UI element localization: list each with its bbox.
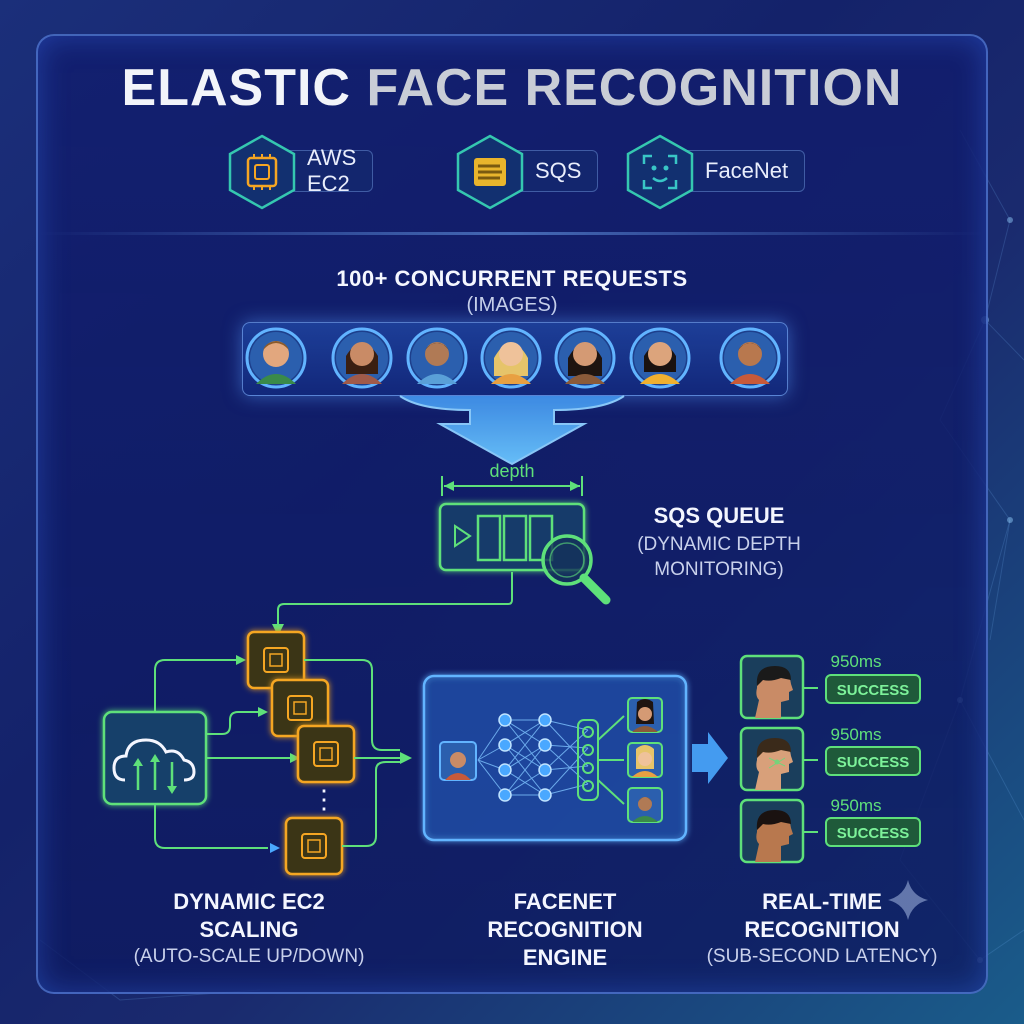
face-scan-icon — [626, 134, 694, 210]
face-avatar — [554, 327, 616, 389]
result-profile-face — [739, 726, 805, 792]
sqs-queue-title: SQS QUEUE — [653, 503, 785, 528]
funnel-arrow — [399, 395, 625, 466]
engine-input-face — [439, 741, 477, 781]
face-avatar — [629, 327, 691, 389]
queue-to-ec2-arrow — [277, 572, 513, 626]
header-divider — [38, 232, 984, 235]
queue-icon — [456, 134, 524, 210]
engine-title-1: FACENET — [513, 889, 617, 914]
face-avatar — [719, 327, 781, 389]
scaling-subtitle: (AUTO-SCALE UP/DOWN) — [133, 946, 365, 967]
scaling-connectors — [154, 659, 290, 849]
success-badge-label: SUCCESS — [837, 825, 910, 842]
depth-label: depth — [489, 461, 534, 481]
result-latency: 950ms — [830, 652, 881, 671]
realtime-title-2: RECOGNITION — [744, 917, 900, 942]
success-badge — [825, 746, 921, 776]
success-badge — [825, 817, 921, 847]
realtime-subtitle: (SUB-SECOND LATENCY) — [706, 946, 938, 967]
facenet-engine-panel — [422, 674, 688, 842]
sqs-queue-label: SQS QUEUE (DYNAMIC DEPTH MONITORING) — [604, 502, 834, 582]
result-row-1: 950ms SUCCESS — [825, 652, 921, 704]
result-connectors — [803, 687, 818, 833]
ec2-instance-chip-icon — [284, 816, 344, 876]
realtime-title-1: REAL-TIME — [762, 889, 882, 914]
realtime-label: REAL-TIME RECOGNITION (SUB-SECOND LATENC… — [690, 888, 954, 968]
badge-facenet-label: FaceNet — [672, 150, 806, 192]
scaling-title-2: SCALING — [199, 917, 299, 942]
engine-output-face — [627, 742, 663, 778]
requests-subtitle: (IMAGES) — [466, 294, 558, 316]
request-faces — [245, 327, 781, 389]
result-profile-face — [739, 798, 805, 864]
result-latency: 950ms — [830, 796, 881, 815]
chip-icon — [228, 134, 296, 210]
sparkle-icon — [888, 880, 928, 920]
face-avatar — [406, 327, 468, 389]
sqs-queue-subtitle-2: MONITORING) — [654, 559, 784, 580]
title-word-face-recognition: FACE RECOGNITION — [366, 59, 903, 117]
title-word-elastic: ELASTIC — [121, 59, 351, 117]
magnifier-icon — [541, 534, 611, 605]
face-avatar — [245, 327, 307, 389]
engine-title-2: RECOGNITION — [487, 917, 643, 942]
success-badge-label: SUCCESS — [837, 754, 910, 771]
page-title: ELASTIC FACE RECOGNITION — [0, 58, 1024, 118]
ec2-instance-chip-icon — [296, 724, 356, 784]
engine-to-results-arrow — [692, 732, 728, 784]
ec2-ellipsis: ⋮ — [311, 784, 337, 814]
engine-label: FACENET RECOGNITION ENGINE — [450, 888, 680, 972]
face-avatar — [480, 327, 542, 389]
success-badge-label: SUCCESS — [837, 682, 910, 699]
sqs-queue-subtitle-1: (DYNAMIC DEPTH — [637, 534, 801, 555]
ec2-instance-chip-icon — [270, 678, 330, 738]
autoscale-cloud-box — [102, 710, 208, 806]
result-profile-face — [739, 654, 805, 720]
result-latency: 950ms — [830, 725, 881, 744]
engine-output-face — [627, 697, 663, 733]
result-row-2: 950ms SUCCESS — [825, 725, 921, 776]
result-row-3: 950ms SUCCESS — [825, 796, 921, 847]
engine-output-face — [627, 787, 663, 823]
requests-title: 100+ CONCURRENT REQUESTS — [336, 266, 688, 291]
ec2-instances — [246, 630, 356, 876]
success-badge — [825, 674, 921, 704]
scaling-title-1: DYNAMIC EC2 — [173, 889, 325, 914]
depth-ruler — [441, 476, 583, 496]
face-avatar — [331, 327, 393, 389]
scaling-label: DYNAMIC EC2 SCALING (AUTO-SCALE UP/DOWN) — [100, 888, 398, 968]
engine-title-3: ENGINE — [522, 945, 608, 970]
ec2-to-engine-connectors — [304, 659, 400, 847]
